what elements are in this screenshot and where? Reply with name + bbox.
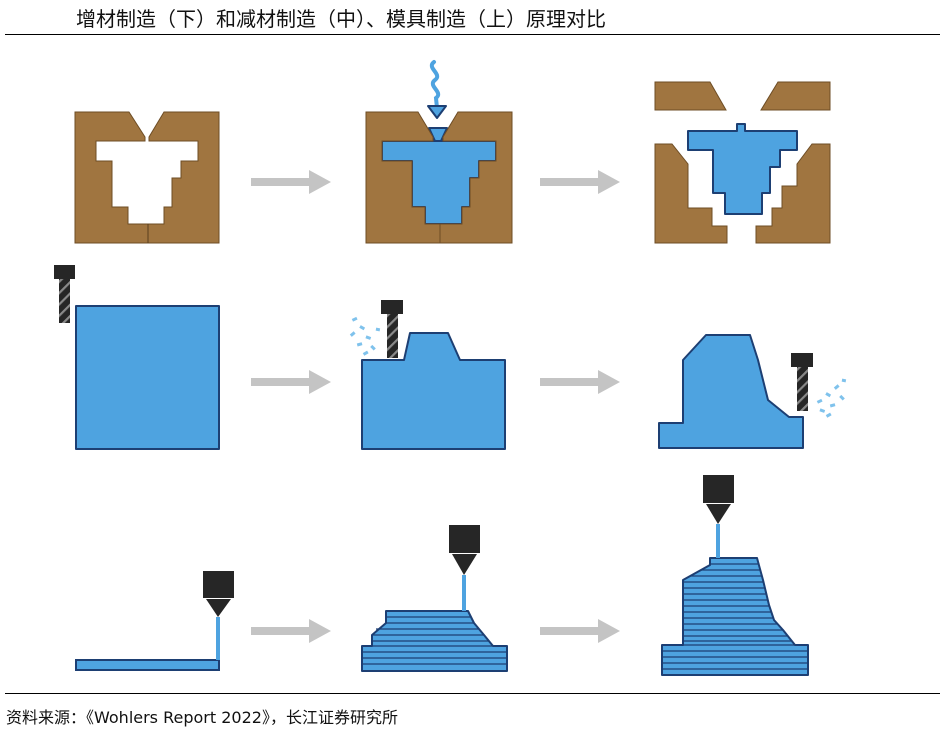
print-head-body [703,475,734,503]
layer-stacking-step [361,525,508,672]
row-additive-manufacturing [75,475,809,676]
filament-stream [462,575,466,611]
arrow-right [251,619,331,643]
cutter-bit-icon [387,314,398,358]
print-nozzle-icon [452,554,477,575]
row-subtractive-manufacturing [54,265,847,450]
arrow-right [540,370,620,394]
workpiece-partial [361,332,506,450]
chips-icon [349,316,381,356]
print-head-body [203,571,234,598]
workpiece-final [658,334,804,449]
completed-part-step [661,475,809,676]
arrow-right [251,370,331,394]
arrow-right [540,170,620,194]
mold-half-right [147,111,220,244]
mold-half-right [439,111,513,244]
mold-injection [365,60,513,244]
layer-lines [662,563,808,670]
layer-lines [362,616,507,665]
title-bar: 增材制造（下）和减材制造（中）、模具制造（上）原理对比 [0,0,945,38]
mold-half-left [74,111,149,244]
source-note: 资料来源：《Wohlers Report 2022》，长江证券研究所 [6,708,398,727]
spindle-head [381,300,403,314]
spindle-head [54,265,75,279]
print-nozzle-icon [706,504,731,524]
cutter-bit-icon [59,279,70,323]
pour-squiggle-icon [429,60,441,110]
mold-bottom-left [654,143,728,244]
mold-top-right [760,81,831,111]
raw-block [54,265,220,450]
workpiece-block [75,305,220,450]
figure-title: 增材制造（下）和减材制造（中）、模具制造（上）原理对比 [74,6,610,32]
print-nozzle-icon [206,599,231,617]
arrow-right [540,619,620,643]
title-underline [5,34,940,35]
mold-top-left [654,81,727,111]
pour-arrowhead-icon [427,105,447,119]
filament-stream [216,617,220,660]
cutter-bit-icon [797,367,808,411]
molded-part [687,123,798,215]
filament-stream [716,524,720,558]
mold-bottom-right [755,143,831,244]
row-mold-manufacturing [74,60,831,244]
printed-layer [75,659,220,671]
arrow-right [251,170,331,194]
chips-icon [816,378,847,418]
mold-empty [74,111,220,244]
spindle-head [791,353,813,367]
mold-demolding [654,81,831,244]
finished-part [658,334,847,449]
milling [349,300,506,450]
bottom-divider [5,693,940,694]
print-head-body [449,525,480,553]
first-layer-step [75,571,234,671]
